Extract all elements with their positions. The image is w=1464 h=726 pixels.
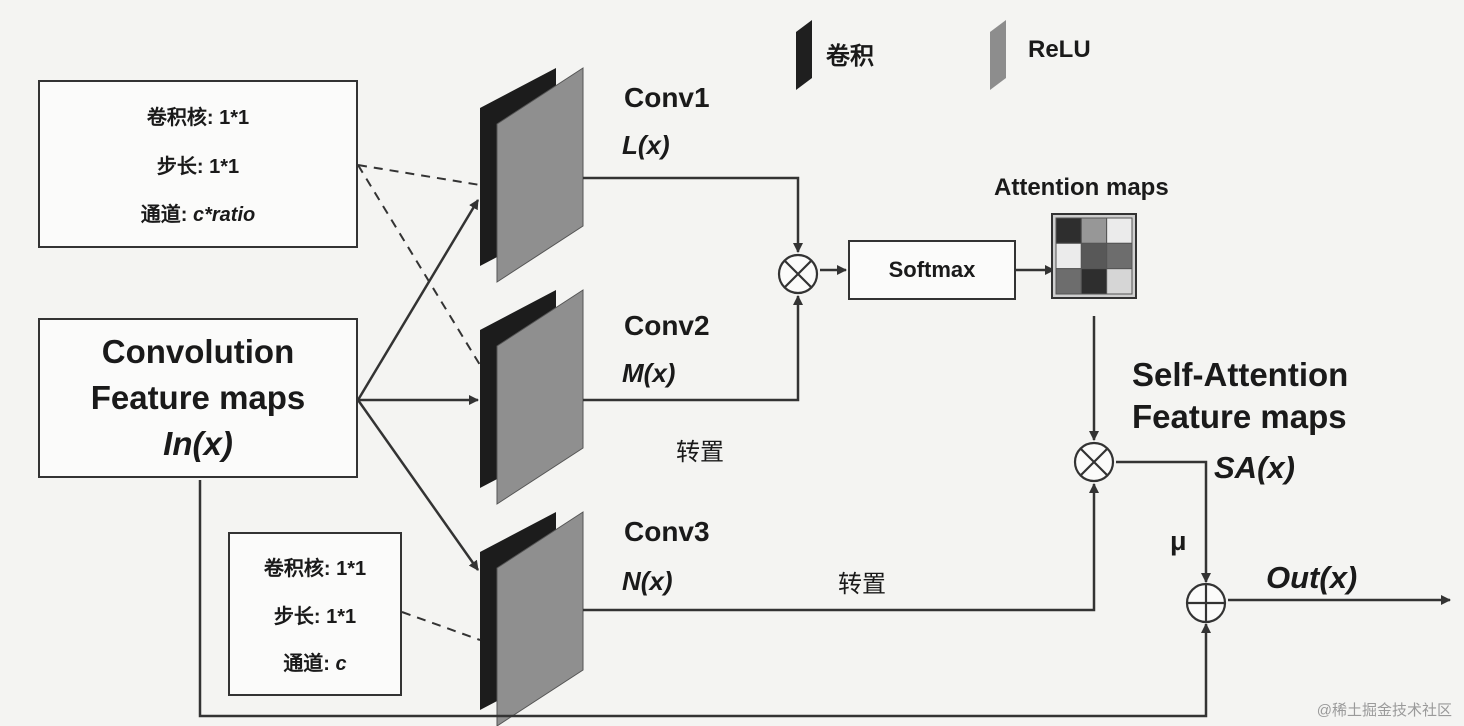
softmax-label: Softmax	[888, 257, 976, 282]
attention-map-cell	[1055, 242, 1082, 270]
add-operator	[1185, 582, 1227, 624]
param-dashed-links	[357, 164, 481, 641]
mu-label: μ	[1170, 526, 1187, 556]
attention-map-cell	[1106, 242, 1133, 270]
param-stride: 步长: 1*1	[156, 155, 240, 178]
attention-map-cell	[1106, 268, 1133, 295]
conv2-label: Conv2	[624, 310, 710, 341]
legend-relu-swatch	[990, 20, 1006, 90]
input-function: In(x)	[163, 425, 233, 462]
self-attention-line1: Self-Attention	[1132, 356, 1349, 393]
conv3-function: N(x)	[622, 566, 673, 596]
conv2-function: M(x)	[622, 358, 676, 388]
conv-params-box-bottom: 卷积核: 1*1 步长: 1*1 通道: c	[228, 532, 402, 696]
input-feature-maps-box: Convolution Feature maps In(x)	[38, 318, 358, 478]
param-kernel: 卷积核: 1*1	[263, 558, 367, 581]
param-channels: 通道: c*ratio	[140, 203, 256, 226]
input-title-line1: Convolution	[101, 333, 295, 370]
self-attention-function: SA(x)	[1214, 450, 1295, 485]
conv1-block	[480, 67, 584, 283]
param-kernel: 卷积核: 1*1	[146, 107, 250, 130]
conv3-block	[480, 511, 584, 726]
attention-map-grid	[1051, 213, 1137, 299]
attention-map-cell	[1055, 217, 1082, 244]
self-attention-title: Self-Attention Feature maps	[1132, 354, 1348, 438]
legend-conv-swatch	[796, 20, 812, 90]
conv1-label: Conv1	[624, 82, 710, 113]
attention-maps-title: Attention maps	[994, 174, 1169, 201]
legend-relu-label: ReLU	[1028, 36, 1091, 63]
conv1-function: L(x)	[622, 130, 670, 160]
multiply-operator-2	[1073, 441, 1115, 483]
conv-params-box-top: 卷积核: 1*1 步长: 1*1 通道: c*ratio	[38, 80, 358, 248]
attention-map-cell	[1080, 268, 1108, 295]
attention-map-cell	[1080, 242, 1108, 270]
self-attention-line2: Feature maps	[1132, 398, 1347, 435]
param-stride: 步长: 1*1	[273, 605, 357, 628]
input-title-line2: Feature maps	[90, 379, 306, 416]
attention-map-cell	[1106, 217, 1133, 244]
input-arrows	[356, 199, 480, 571]
conv2-block	[480, 289, 584, 505]
output-label: Out(x)	[1266, 560, 1358, 595]
conv2-transpose-note: 转置	[676, 439, 724, 466]
conv-output-lines	[198, 176, 1451, 718]
legend-conv-label: 卷积	[826, 43, 874, 70]
conv3-transpose-note: 转置	[838, 571, 886, 598]
watermark: @稀土掘金技术社区	[1316, 702, 1452, 719]
multiply-operator-1	[777, 253, 819, 295]
attention-map-cell	[1080, 217, 1108, 244]
param-channels: 通道: c	[283, 652, 347, 675]
softmax-box: Softmax	[848, 240, 1016, 300]
attention-map-cell	[1055, 268, 1082, 295]
conv3-label: Conv3	[624, 516, 710, 547]
